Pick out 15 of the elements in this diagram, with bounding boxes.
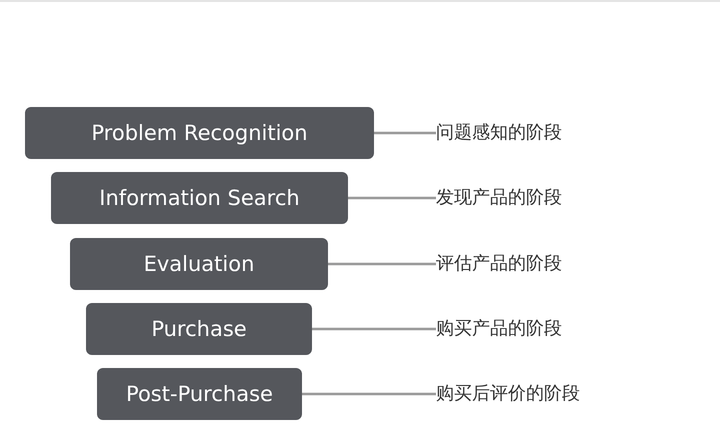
leader-line [312, 328, 436, 330]
stage-box: Evaluation [70, 238, 328, 290]
stage-description: 购买产品的阶段 [436, 313, 562, 343]
stage-box: Purchase [86, 303, 312, 355]
stage-box: Problem Recognition [25, 107, 374, 159]
stage-box: Information Search [51, 172, 348, 224]
stage-description: 问题感知的阶段 [436, 117, 562, 147]
leader-line [374, 132, 436, 134]
stage-description: 发现产品的阶段 [436, 182, 562, 212]
leader-line [302, 392, 436, 396]
leader-line [328, 262, 436, 266]
leader-line [348, 196, 436, 200]
stage-description: 评估产品的阶段 [436, 248, 562, 278]
stage-box: Post-Purchase [97, 368, 302, 420]
stage-description: 购买后评价的阶段 [436, 378, 580, 408]
